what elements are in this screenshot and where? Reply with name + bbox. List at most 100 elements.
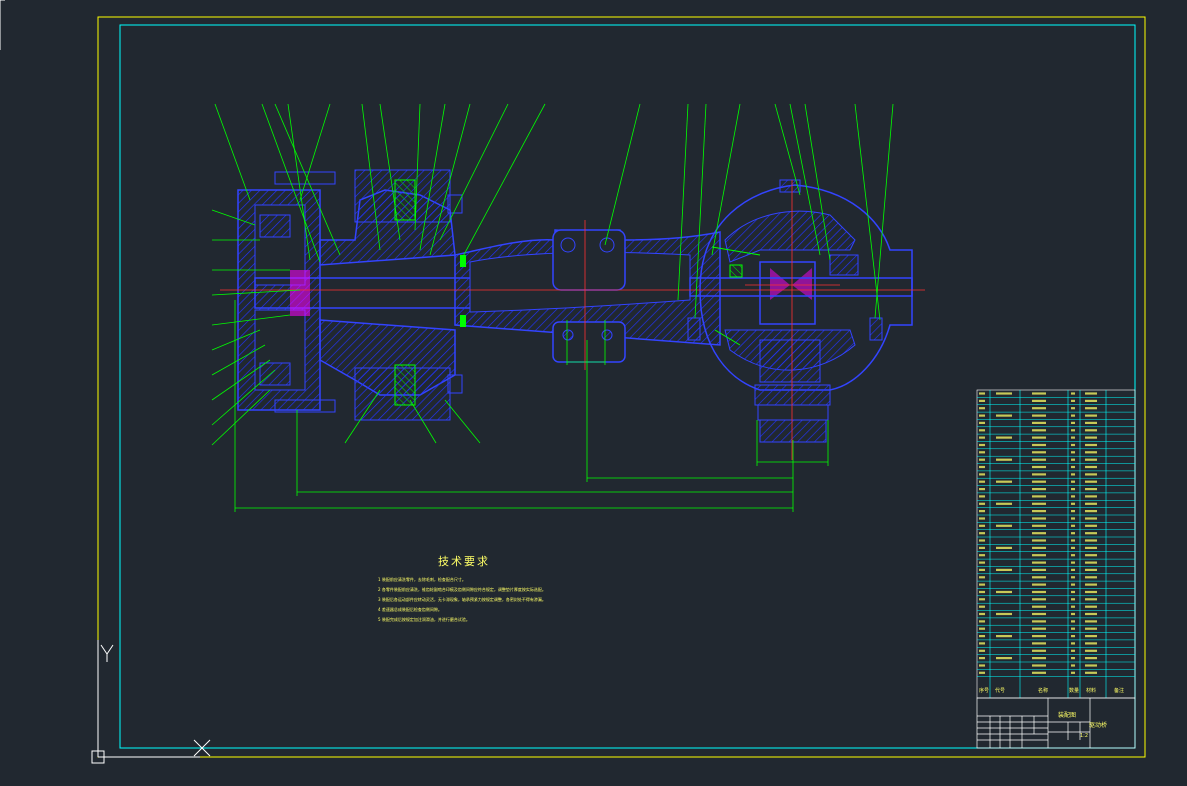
parts-cell-text [979, 480, 985, 483]
parts-cell-text [1085, 561, 1097, 564]
parts-cell-text [1071, 451, 1075, 454]
parts-cell-text [996, 590, 1012, 594]
parts-cell-text [1085, 664, 1097, 667]
parts-cell-text [979, 532, 985, 535]
parts-cell-text [1085, 392, 1097, 395]
parts-cell-text [1032, 510, 1046, 513]
parts-list-rows [977, 397, 1135, 677]
parts-cell-text [1085, 627, 1097, 630]
parts-cell-text [1071, 495, 1075, 498]
parts-cell-text [1032, 561, 1046, 564]
parts-cell-text [1071, 583, 1075, 586]
parts-cell-text [1032, 436, 1046, 439]
parts-cell-text [1085, 532, 1097, 535]
parts-cell-text [1085, 635, 1097, 638]
wheel-hub-assembly [237, 169, 486, 421]
parts-cell-text [1085, 612, 1097, 616]
parts-cell-text [1085, 576, 1097, 579]
parts-cell-text [1071, 568, 1075, 571]
parts-cell-text [979, 473, 985, 476]
parts-cell-text [1071, 561, 1075, 564]
parts-cell-text [979, 576, 985, 579]
parts-cell-text [1085, 568, 1097, 571]
parts-header-cell: 名称 [1038, 688, 1049, 694]
parts-cell-text [979, 583, 985, 586]
parts-cell-text [1071, 524, 1075, 527]
title-block-drawing-name: 驱动桥 [1089, 722, 1108, 729]
parts-cell-text [1032, 554, 1046, 557]
parts-cell-text [1032, 576, 1046, 579]
parts-header-cell: 备注 [1114, 688, 1125, 694]
axle-housing [454, 229, 721, 363]
parts-cell-text [1071, 649, 1075, 652]
parts-cell-text [1085, 399, 1097, 402]
parts-cell-text [1071, 532, 1075, 535]
parts-cell-text [1071, 605, 1075, 608]
parts-cell-text [1071, 414, 1075, 417]
parts-cell-text [1085, 517, 1097, 520]
parts-cell-text [996, 546, 1012, 549]
sheet-border-outer [97, 16, 1146, 758]
parts-cell-text [979, 451, 985, 454]
parts-cell-text [996, 392, 1012, 395]
parts-cell-text [979, 612, 985, 616]
parts-cell-text [1071, 635, 1075, 638]
parts-cell-text [1032, 429, 1046, 432]
parts-cell-text [1085, 546, 1097, 549]
parts-cell-text [1032, 664, 1046, 667]
parts-cell-text [1085, 436, 1097, 439]
parts-cell-text [1085, 443, 1097, 447]
parts-cell-text [1032, 517, 1046, 520]
parts-cell-text [1032, 473, 1046, 476]
parts-cell-text [1071, 465, 1075, 469]
parts-cell-text [1085, 495, 1097, 498]
parts-cell-text [979, 568, 985, 571]
parts-cell-text [979, 524, 985, 527]
parts-cell-text [1085, 642, 1097, 645]
parts-cell-text [1085, 583, 1097, 586]
parts-cell-text [996, 612, 1012, 616]
parts-cell-text [1085, 421, 1097, 424]
parts-cell-text [1032, 407, 1046, 410]
parts-cell-text [1071, 399, 1075, 402]
tech-note: 5 装配完成后按规定加注润滑油，并进行磨合试验。 [378, 617, 470, 622]
parts-cell-text [1071, 436, 1075, 439]
parts-cell-text [1071, 671, 1075, 674]
parts-cell-text [996, 436, 1012, 439]
parts-cell-text [1085, 458, 1097, 461]
parts-cell-text [979, 458, 985, 461]
tech-note: 1 装配前应清洗零件，去除毛刺，检查配合尺寸。 [378, 577, 466, 582]
parts-cell-text [979, 392, 985, 395]
parts-cell-text [1071, 539, 1075, 542]
parts-cell-text [979, 627, 985, 630]
parts-list-table [976, 389, 1136, 699]
parts-cell-text [979, 399, 985, 402]
parts-cell-text [1032, 458, 1046, 461]
parts-cell-text [1032, 532, 1046, 535]
parts-cell-text [979, 561, 985, 564]
parts-cell-text [979, 465, 985, 469]
parts-cell-text [1085, 510, 1097, 513]
parts-cell-text [1085, 620, 1097, 623]
parts-cell-text [996, 635, 1012, 638]
parts-header-cell: 代号 [995, 688, 1006, 694]
parts-list-cells [979, 392, 1097, 674]
parts-cell-text [1085, 451, 1097, 454]
sheet-border-inner [119, 24, 1136, 749]
parts-cell-text [979, 657, 985, 660]
parts-header-cell: 材料 [1086, 688, 1097, 694]
parts-cell-text [1071, 627, 1075, 630]
parts-cell-text [979, 635, 985, 638]
parts-cell-text [1032, 627, 1046, 630]
ucs-icon [91, 640, 211, 764]
parts-cell-text [979, 502, 985, 505]
parts-cell-text [1085, 605, 1097, 608]
parts-cell-text [1071, 473, 1075, 476]
tech-note: 4 差速器总成装配后检查齿侧间隙。 [378, 607, 442, 612]
parts-cell-text [1071, 407, 1075, 410]
parts-cell-text [1032, 488, 1046, 491]
parts-cell-text [1071, 480, 1075, 483]
parts-cell-text [979, 605, 985, 608]
parts-cell-text [996, 458, 1012, 461]
